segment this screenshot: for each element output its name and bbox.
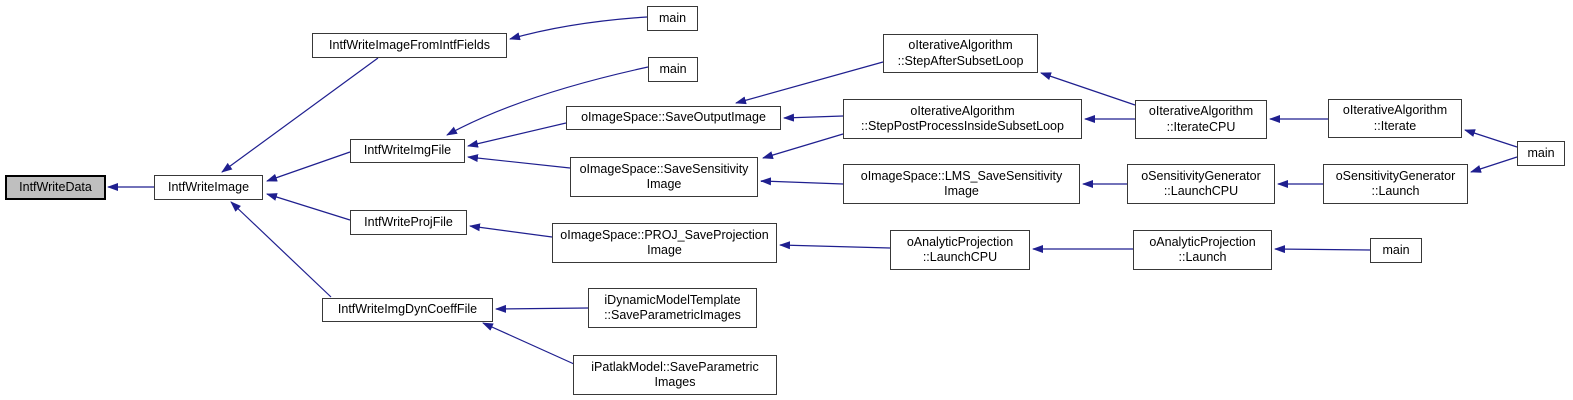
node-label-line: oImageSpace::SaveSensitivity: [579, 161, 749, 176]
node-label-line: oIterativeAlgorithm: [908, 38, 1013, 52]
node-intfwriteimage[interactable]: IntfWriteImage: [154, 175, 263, 200]
node-label-line: IntfWriteImgDynCoeffFile: [337, 302, 478, 317]
node-label-line: IntfWriteImageFromIntfFields: [329, 37, 490, 52]
node-iteratecpu[interactable]: oIterativeAlgorithm::IterateCPU: [1135, 100, 1267, 139]
edge-proj-saveprojectionimage-to-intfwriteprojfile: [469, 223, 553, 238]
node-label-line: ::Launch: [1371, 184, 1420, 198]
node-intfwriteimagefromintffields[interactable]: IntfWriteImageFromIntfFields: [312, 33, 507, 58]
node-label-line: main: [1382, 242, 1410, 257]
node-main-bottom[interactable]: main: [1370, 238, 1422, 263]
node-label-line: ::IterateCPU: [1166, 119, 1236, 134]
edge-lms-savesensitivityimage-to-savesensitivityimage: [760, 177, 844, 186]
edge-analyticprojection-launchcpu-to-proj-saveprojectionimage: [779, 241, 891, 250]
node-label-line: ::StepAfterSubsetLoop: [897, 53, 1024, 68]
node-intfwriteimgdyncoefffile[interactable]: IntfWriteImgDynCoeffFile: [322, 298, 493, 322]
node-label-line: oIterativeAlgorithm: [910, 103, 1015, 118]
node-label-line: IntfWriteProjFile: [364, 214, 453, 229]
node-label-line: oSensitivityGenerator: [1335, 168, 1456, 183]
edge-main-bottom-to-analyticprojection-launch: [1274, 245, 1371, 254]
edge-intfwriteimgdyncoefffile-to-intfwriteimage: [230, 201, 332, 298]
node-label-line: oImageSpace::SaveOutputImage: [581, 110, 766, 125]
node-stepaftersubsetloop[interactable]: oIterativeAlgorithm::StepAfterSubsetLoop: [883, 34, 1038, 73]
node-label-line: main: [659, 61, 687, 76]
node-label-line: oImageSpace::LMS_SaveSensitivity: [860, 168, 1063, 183]
node-label-line: ::Launch: [1178, 250, 1227, 264]
edge-intfwriteprojfile-to-intfwriteimage: [266, 193, 351, 221]
node-label-line: ::SaveParametricImages: [604, 308, 741, 322]
node-label-line: Images: [654, 375, 696, 389]
node-label-line: Image: [944, 184, 979, 198]
node-label-line: oAnalyticProjection: [1149, 234, 1256, 249]
edge-intfwriteimagefromintffields-to-intfwriteimage: [221, 57, 379, 173]
edge-main-1-to-intfwriteimagefromintffields: [509, 16, 648, 41]
node-iterate[interactable]: oIterativeAlgorithm::Iterate: [1328, 99, 1462, 138]
node-steppostprocessinsidesubsetloop[interactable]: oIterativeAlgorithm::StepPostProcessInsi…: [843, 99, 1082, 139]
node-sensitivitygenerator-launch[interactable]: oSensitivityGenerator::Launch: [1323, 164, 1468, 204]
node-label-line: ::StepPostProcessInsideSubsetLoop: [861, 119, 1064, 133]
node-label-line: oIterativeAlgorithm: [1148, 104, 1254, 118]
node-main-2[interactable]: main: [648, 57, 698, 82]
edge-steppostprocessinsidesubsetloop-to-saveoutputimage: [783, 113, 844, 122]
node-label-line: ::LaunchCPU: [922, 250, 998, 264]
edge-main-right-to-sensitivitygenerator-launch: [1470, 156, 1518, 173]
node-label-line: oSensitivityGenerator: [1141, 168, 1261, 183]
node-label-line: iPatlakModel::SaveParametric: [591, 359, 759, 374]
node-label-line: oAnalyticProjection: [906, 234, 1014, 249]
node-label-line: IntfWriteData: [19, 179, 92, 194]
node-label-line: ::LaunchCPU: [1163, 184, 1239, 198]
node-intfwriteimgfile[interactable]: IntfWriteImgFile: [350, 139, 465, 163]
node-main-1[interactable]: main: [647, 6, 698, 31]
edge-steppostprocessinsidesubsetloop-to-savesensitivityimage: [762, 133, 844, 159]
node-analyticprojection-launch[interactable]: oAnalyticProjection::Launch: [1133, 230, 1272, 270]
node-intfwritedata: IntfWriteData: [5, 175, 106, 200]
node-sensitivitygenerator-launchcpu[interactable]: oSensitivityGenerator::LaunchCPU: [1127, 164, 1275, 204]
edge-main-2-to-intfwriteimgfile: [446, 66, 649, 136]
node-analyticprojection-launchcpu[interactable]: oAnalyticProjection::LaunchCPU: [890, 230, 1030, 270]
edge-stepaftersubsetloop-to-saveoutputimage: [735, 61, 884, 105]
node-label-line: oImageSpace::PROJ_SaveProjection: [560, 227, 769, 242]
edge-ipatlakmodel-saveparametricimages-to-intfwriteimgdyncoefffile: [482, 322, 575, 365]
node-label-line: main: [1527, 145, 1555, 160]
node-label-line: Image: [646, 177, 682, 191]
node-main-right[interactable]: main: [1517, 141, 1565, 166]
node-label-line: IntfWriteImgFile: [363, 143, 452, 158]
node-label-line: ::Iterate: [1373, 118, 1417, 133]
node-intfwriteprojfile[interactable]: IntfWriteProjFile: [350, 210, 467, 235]
node-label-line: oIterativeAlgorithm: [1342, 103, 1448, 117]
node-label-line: iDynamicModelTemplate: [604, 292, 741, 307]
node-label-line: IntfWriteImage: [167, 179, 250, 194]
edge-intfwriteimgfile-to-intfwriteimage: [266, 151, 351, 182]
edge-savesensitivityimage-to-intfwriteimgfile: [467, 154, 571, 169]
edge-saveoutputimage-to-intfwriteimgfile: [467, 122, 567, 148]
node-label-line: main: [658, 10, 687, 25]
node-idynamicmodeltemplate-saveparametricimages[interactable]: iDynamicModelTemplate::SaveParametricIma…: [588, 288, 757, 328]
edge-idynamicmodeltemplate-saveparametricimages-to-intfwriteimgdyncoefffile: [495, 304, 589, 313]
edge-iteratecpu-to-stepaftersubsetloop: [1040, 72, 1136, 106]
node-label-line: Image: [647, 243, 682, 257]
edge-main-right-to-iterate: [1464, 129, 1518, 148]
node-saveoutputimage[interactable]: oImageSpace::SaveOutputImage: [566, 106, 781, 130]
